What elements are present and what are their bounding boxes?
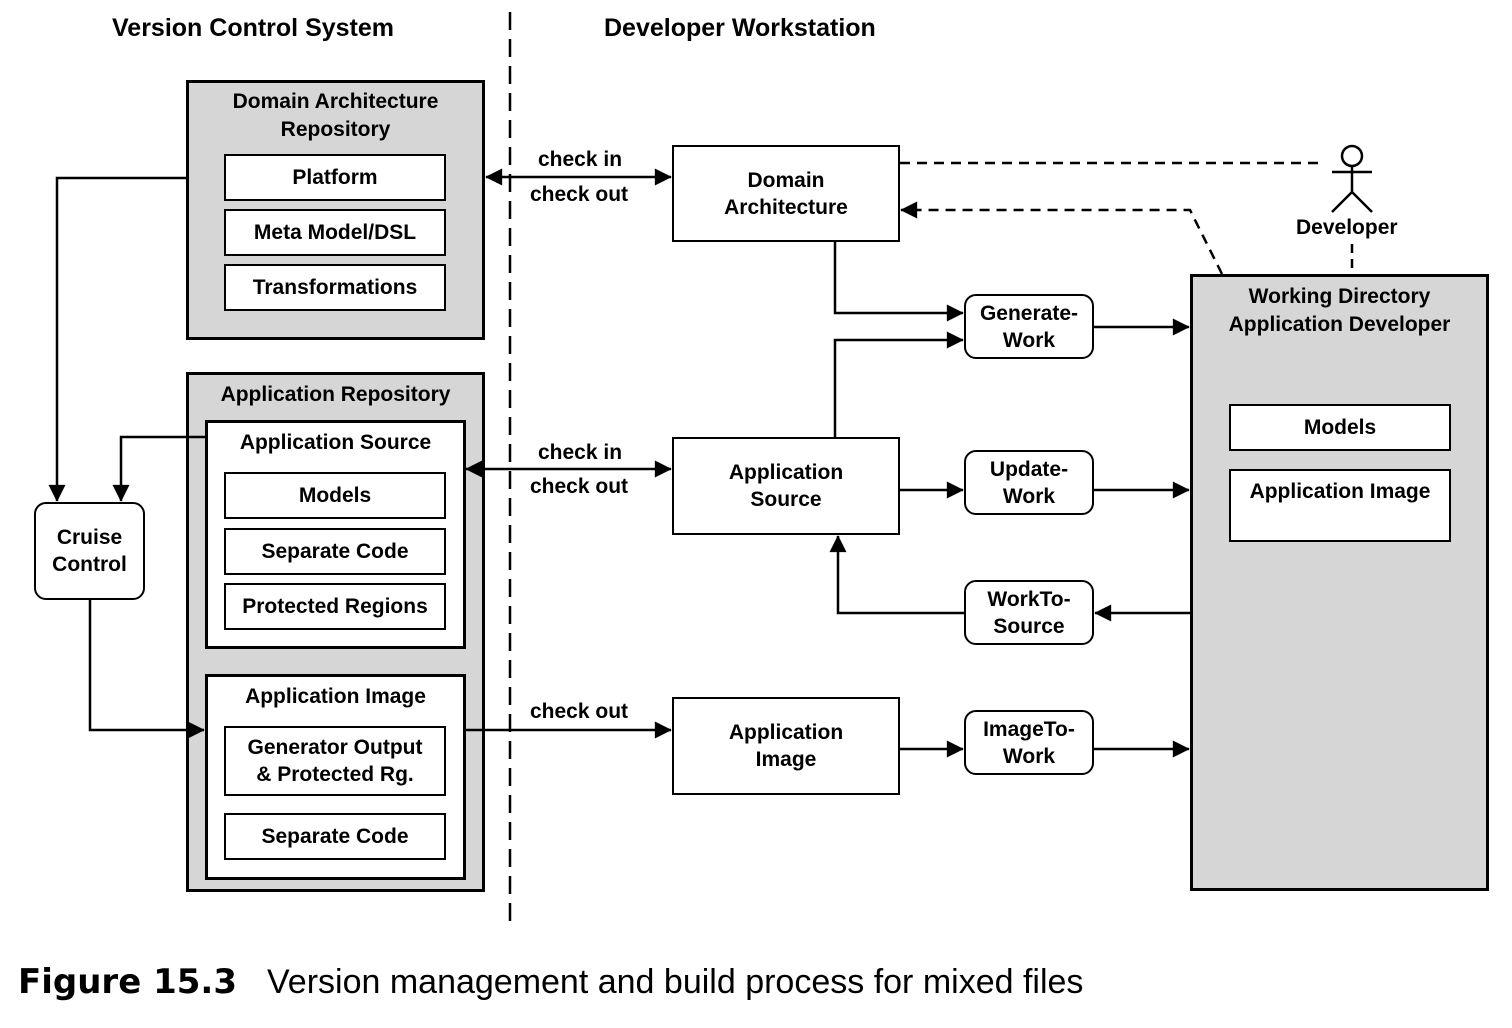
meta-model-item: Meta Model/DSL: [224, 209, 446, 256]
transformations-item: Transformations: [224, 264, 446, 311]
wd-application-image-item: Application Image: [1229, 469, 1451, 542]
image-to-work-op: ImageTo- Work: [964, 710, 1094, 775]
domain-repo-to-cruise-arrow: [48, 176, 186, 502]
workstation-section-title: Developer Workstation: [604, 14, 876, 42]
application-source-title: Application Source: [239, 431, 432, 454]
vcs-section-title: Version Control System: [112, 14, 395, 42]
domain-check-out-label: check out: [530, 183, 629, 206]
protected-regions-item: Protected Regions: [224, 583, 446, 630]
domain-architecture-box: Domain Architecture: [672, 145, 900, 242]
source-to-generate-arrow: [833, 331, 964, 437]
app-source-to-cruise-arrow: [112, 435, 205, 502]
worktosource-to-source-arrow: [829, 535, 964, 615]
figure-caption: Figure 15.3 Version management and build …: [18, 962, 1083, 1002]
domain-to-generate-arrow: [833, 242, 964, 322]
developer-actor-icon: [1331, 144, 1373, 213]
application-image-box: Application Image: [672, 697, 900, 795]
cruise-control: Cruise Control: [34, 502, 145, 600]
generate-work-op: Generate- Work: [964, 294, 1094, 359]
application-repository-title: Application Repository: [220, 383, 451, 406]
figure-number: Figure 15.3: [18, 962, 237, 1002]
domain-repository-title: Domain Architecture Repository: [232, 90, 439, 141]
update-work-op: Update- Work: [964, 450, 1094, 515]
working-directory: [1190, 274, 1489, 891]
source-separate-code-item: Separate Code: [224, 528, 446, 575]
developer-label: Developer: [1296, 216, 1398, 239]
application-source-box: Application Source: [672, 437, 900, 535]
application-image-title: Application Image: [245, 685, 426, 708]
working-directory-title: Working Directory Application Developer: [1228, 285, 1451, 336]
platform-item: Platform: [224, 154, 446, 201]
source-models-item: Models: [224, 472, 446, 519]
image-check-out-label: check out: [530, 700, 629, 723]
cruise-to-app-image-arrow: [88, 600, 205, 739]
source-check-in-label: check in: [538, 441, 623, 464]
image-separate-code-item: Separate Code: [224, 813, 446, 860]
wd-models-item: Models: [1229, 404, 1451, 451]
source-check-out-label: check out: [530, 475, 629, 498]
generator-output-item: Generator Output & Protected Rg.: [224, 726, 446, 796]
work-to-source-op: WorkTo- Source: [964, 580, 1094, 645]
domain-check-in-label: check in: [538, 148, 623, 171]
workdir-to-domain-dashed-arrow: [900, 201, 1224, 275]
figure-caption-text: Version management and build process for…: [266, 963, 1084, 1001]
